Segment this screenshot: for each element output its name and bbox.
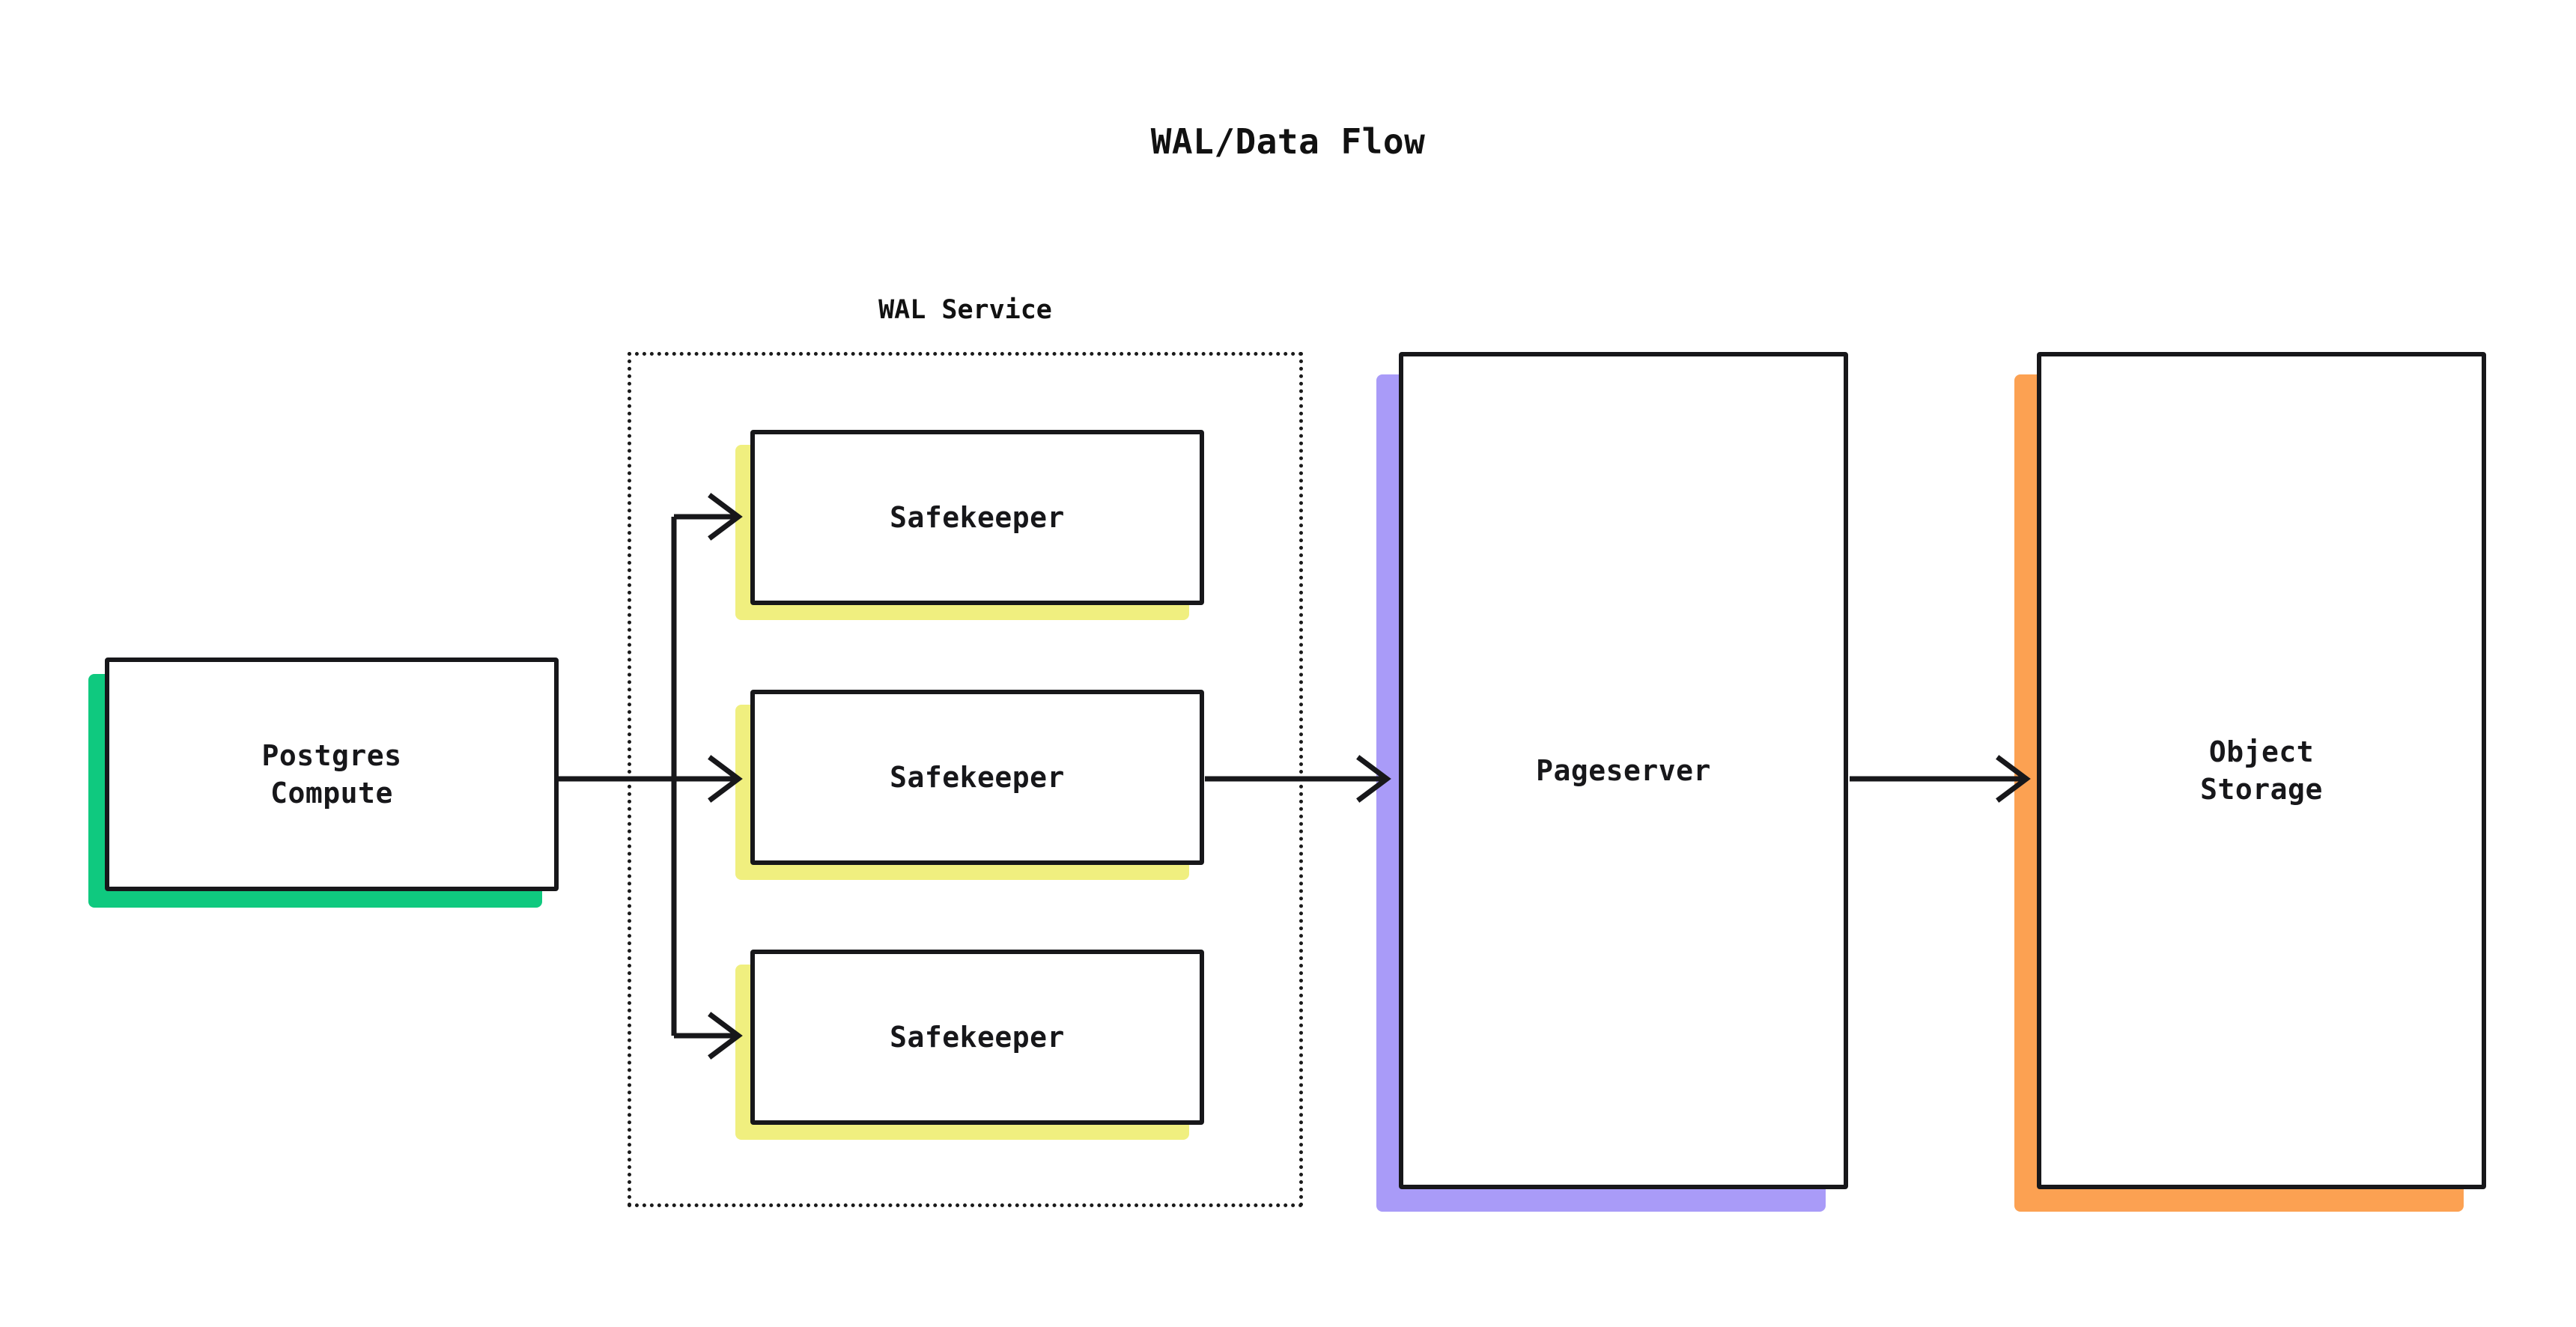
node-label: Safekeeper [890, 1020, 1065, 1054]
page-title: WAL/Data Flow [1150, 121, 1426, 162]
node-label: Postgres Compute [261, 738, 402, 810]
node-label: Pageserver [1536, 753, 1711, 787]
node-label: Object Storage [2200, 735, 2323, 806]
node-body: Object Storage [2037, 352, 2486, 1189]
node-postgres-compute[interactable]: Postgres Compute [88, 658, 559, 908]
node-safekeeper-2[interactable]: Safekeeper [735, 690, 1204, 880]
node-safekeeper-1[interactable]: Safekeeper [735, 430, 1204, 620]
node-object-storage[interactable]: Object Storage [2014, 352, 2486, 1212]
node-body: Postgres Compute [105, 658, 559, 891]
node-body: Safekeeper [750, 430, 1204, 605]
node-body: Safekeeper [750, 690, 1204, 865]
node-body: Safekeeper [750, 950, 1204, 1125]
wal-service-group-label: WAL Service [878, 295, 1052, 325]
node-label: Safekeeper [890, 500, 1065, 534]
node-body: Pageserver [1399, 352, 1848, 1189]
node-label: Safekeeper [890, 760, 1065, 794]
node-pageserver[interactable]: Pageserver [1376, 352, 1848, 1212]
node-safekeeper-3[interactable]: Safekeeper [735, 950, 1204, 1140]
